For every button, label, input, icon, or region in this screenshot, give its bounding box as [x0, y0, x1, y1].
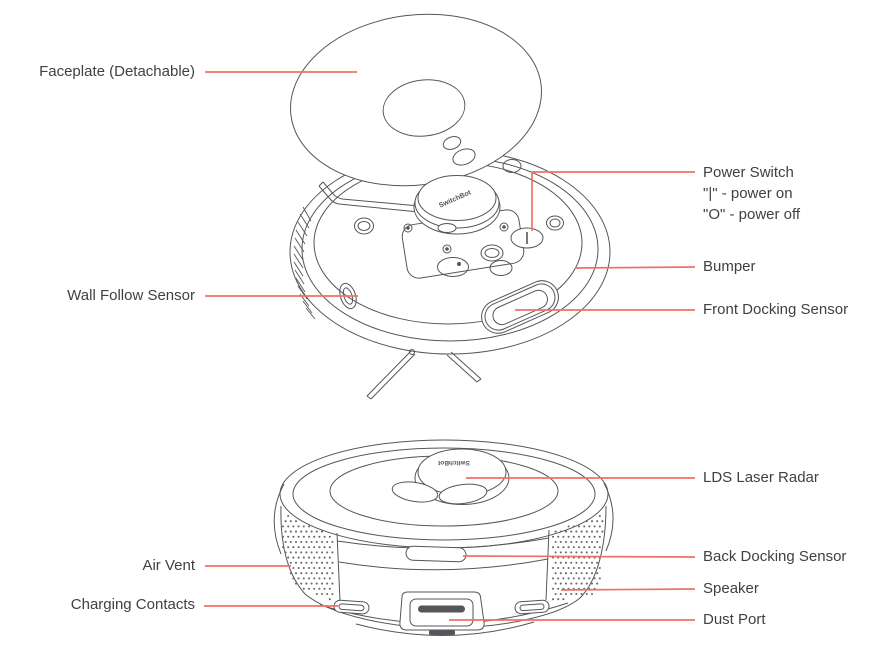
- leader-speaker: [560, 588, 696, 591]
- top-exploded-view: SwitchBot: [289, 13, 611, 400]
- turret-brand-text-bottom: SwitchBot: [437, 459, 470, 466]
- charging-contact-left: [333, 599, 370, 615]
- left-bumper-wing: [273, 483, 285, 555]
- power-switch-control: [510, 227, 544, 249]
- label-dust-port: Dust Port: [703, 611, 766, 628]
- label-power-switch-off-note: "O" - power off: [703, 206, 801, 223]
- deck-openings: [354, 159, 564, 277]
- lds-turret-bottom: SwitchBot: [391, 448, 510, 505]
- label-lds-laser-radar: LDS Laser Radar: [703, 469, 819, 486]
- label-front-docking-sensor: Front Docking Sensor: [703, 301, 849, 318]
- faceplate-center-hole: [382, 79, 466, 137]
- lds-turret-top: SwitchBot: [413, 175, 501, 235]
- wall-follow-sensor-window: [339, 282, 357, 310]
- front-docking-sensor-window: [481, 280, 559, 334]
- label-air-vent: Air Vent: [142, 557, 195, 574]
- label-power-switch: Power Switch "|" - power on "O" - power …: [703, 162, 800, 225]
- panel-seams: [336, 529, 550, 602]
- label-wall-follow-sensor: Wall Follow Sensor: [67, 287, 195, 304]
- label-speaker: Speaker: [703, 580, 759, 597]
- label-power-switch-on-note: "|" - power on: [703, 185, 793, 202]
- label-bumper: Bumper: [703, 258, 756, 275]
- leader-lines: [204, 71, 696, 621]
- faceplate: [290, 13, 542, 187]
- air-vent-grille-left: [281, 514, 334, 601]
- label-power-switch-title: Power Switch: [703, 164, 794, 181]
- side-brushes: [366, 349, 482, 400]
- label-faceplate: Faceplate (Detachable): [39, 63, 195, 80]
- leader-bumper: [574, 266, 696, 269]
- right-bumper-wing: [603, 482, 614, 552]
- back-docking-sensor-window: [405, 545, 467, 563]
- label-charging-contacts: Charging Contacts: [70, 596, 195, 613]
- charging-contact-right: [514, 599, 550, 615]
- dust-port: [399, 591, 485, 635]
- label-back-docking-sensor: Back Docking Sensor: [703, 548, 847, 565]
- bottom-rear-view: SwitchBot: [273, 439, 614, 636]
- leader-back-docking: [462, 555, 696, 558]
- leader-power-switch: [531, 171, 695, 231]
